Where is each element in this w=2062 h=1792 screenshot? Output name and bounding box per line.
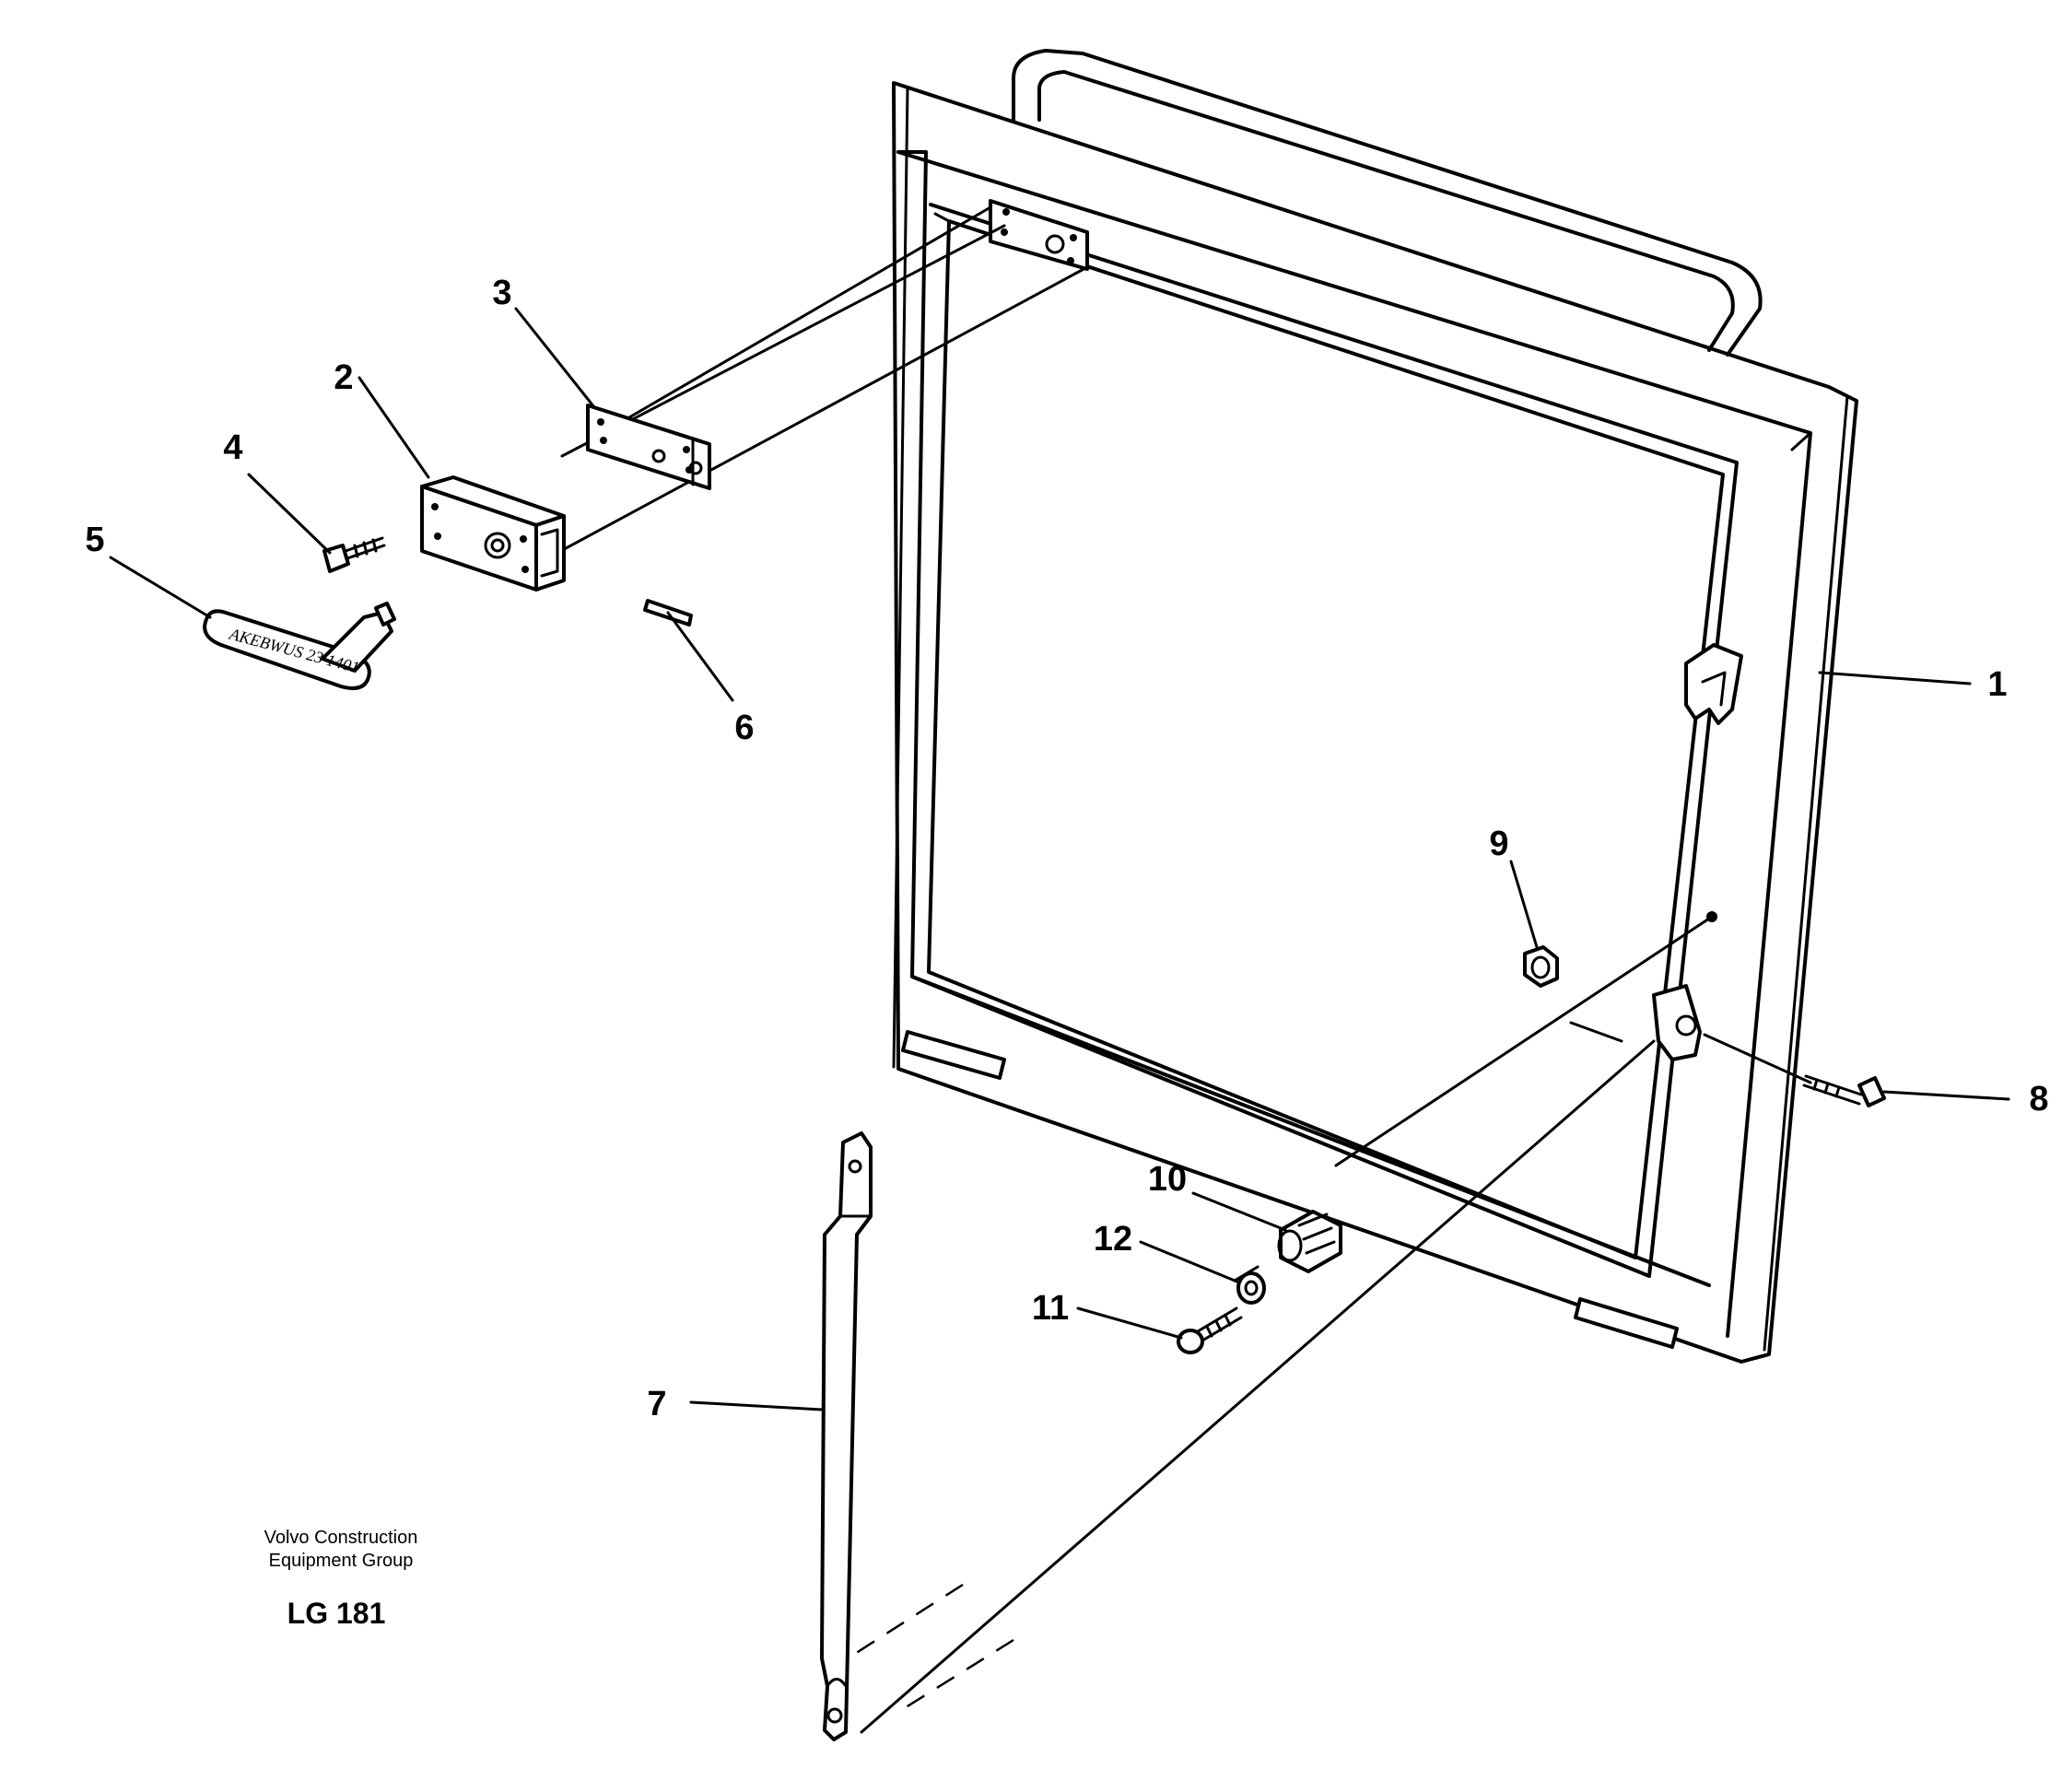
part-11-screw bbox=[1177, 1306, 1243, 1354]
callout-3: 3 bbox=[492, 274, 511, 312]
part-12-washer bbox=[1236, 1271, 1266, 1305]
window-frame bbox=[892, 49, 1858, 1364]
callout-6: 6 bbox=[734, 709, 754, 747]
part-8-bolt bbox=[1802, 1074, 1886, 1107]
callout-1: 1 bbox=[1987, 665, 2007, 704]
callout-9: 9 bbox=[1489, 825, 1508, 863]
callout-11: 11 bbox=[1032, 1289, 1069, 1328]
callout-10: 10 bbox=[1148, 1160, 1187, 1199]
part-9-nut bbox=[1523, 945, 1559, 988]
part-4-screw bbox=[322, 536, 386, 573]
callout-8: 8 bbox=[2029, 1080, 2048, 1119]
callout-5: 5 bbox=[85, 521, 104, 559]
callout-labels: 1 2 3 4 5 6 7 8 9 10 12 11 bbox=[85, 274, 2048, 1423]
leader-lines bbox=[109, 307, 2010, 1411]
callout-2: 2 bbox=[334, 358, 353, 397]
assembly-guide-lines bbox=[556, 205, 1812, 1734]
company-name-line-1: Volvo Construction bbox=[264, 1528, 418, 1548]
part-10-bushing bbox=[1277, 1210, 1342, 1273]
part-2-lock-body bbox=[420, 475, 566, 591]
figure-code: LG 181 bbox=[287, 1597, 386, 1630]
part-3-plate bbox=[586, 404, 711, 490]
company-name-line-2: Equipment Group bbox=[268, 1551, 414, 1571]
callout-7: 7 bbox=[647, 1385, 666, 1423]
callout-4: 4 bbox=[223, 428, 242, 467]
part-5-handle: AKEBWUS 23 1401 bbox=[203, 602, 396, 690]
callout-12: 12 bbox=[1094, 1220, 1132, 1259]
part-7-strut bbox=[820, 1131, 873, 1741]
